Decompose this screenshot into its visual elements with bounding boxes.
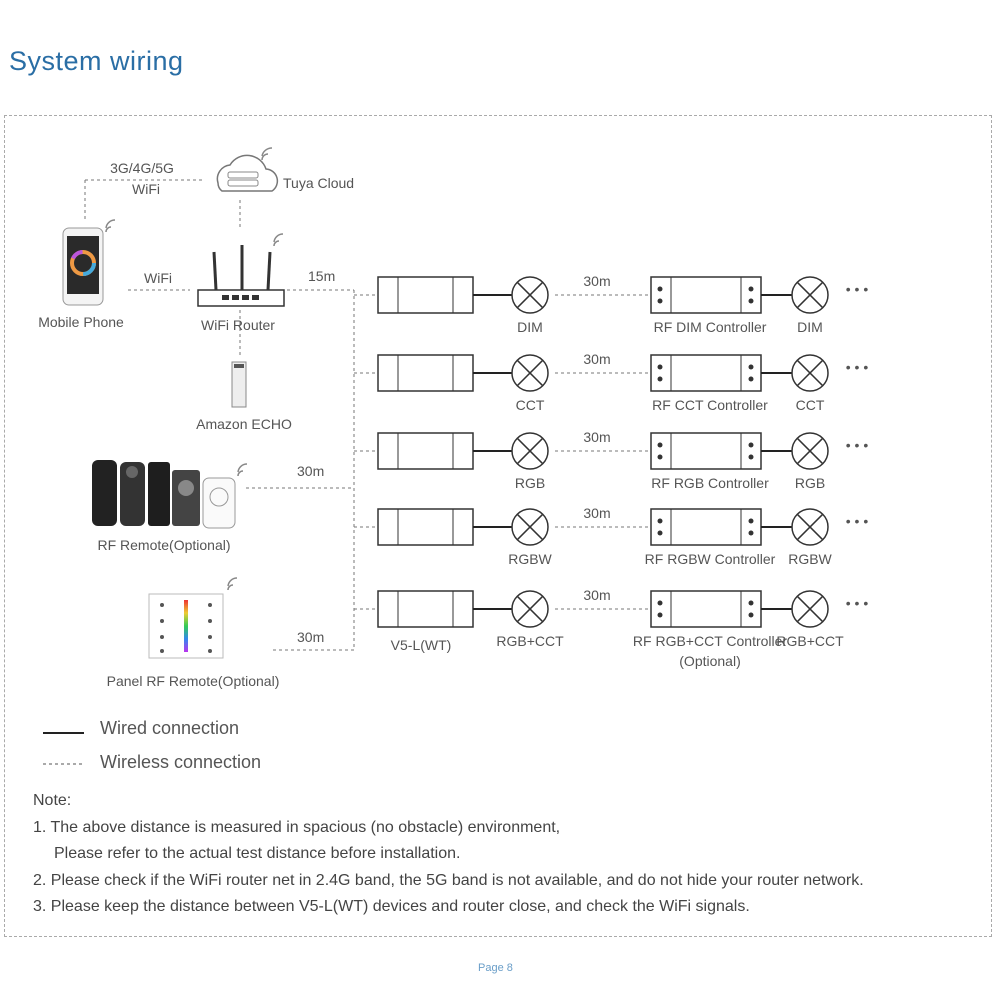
- wireless-distance: 30m: [583, 587, 611, 603]
- page-title: System wiring: [9, 46, 184, 76]
- phone-label: Mobile Phone: [38, 314, 124, 330]
- mobile-phone-icon: [62, 219, 116, 306]
- lamp-label: RGBW: [788, 551, 832, 567]
- panel-distance: 30m: [297, 629, 325, 645]
- notes-heading: Note:: [33, 792, 72, 809]
- wifi-router-icon: [197, 233, 285, 307]
- v5-controller-module: [377, 276, 474, 314]
- lamp-type-label: RGB: [514, 475, 546, 491]
- wireless-distance: 30m: [583, 351, 611, 367]
- lamp-label: RGB+CCT: [776, 633, 844, 649]
- wireless-distance: 30m: [583, 429, 611, 445]
- lamp-icon: [791, 590, 829, 628]
- lamp-icon: [511, 276, 549, 314]
- rf-controller-label: RF RGB+CCT Controller: [632, 633, 788, 649]
- note-1b: Please refer to the actual test distance…: [54, 845, 461, 862]
- rf-controller-label: RF CCT Controller: [652, 397, 768, 413]
- v5-label: V5-L(WT): [390, 637, 452, 653]
- note-1: 1. The above distance is measured in spa…: [33, 818, 561, 836]
- echo-label: Amazon ECHO: [196, 416, 292, 432]
- more-ellipsis: • • •: [845, 513, 869, 529]
- legend-wireless: Wireless connection: [100, 752, 262, 772]
- page-footer: Page 8: [478, 962, 513, 974]
- wireless-distance: 30m: [583, 273, 611, 289]
- more-ellipsis: • • •: [845, 281, 869, 297]
- rf-controller-label: RF RGB Controller: [651, 475, 769, 491]
- cloud-icon: [216, 147, 279, 192]
- lamp-label: CCT: [795, 397, 825, 413]
- lamp-icon: [791, 432, 829, 470]
- router-label: WiFi Router: [201, 317, 275, 333]
- v5-controller-module: [377, 354, 474, 392]
- v5-controller-module: [377, 432, 474, 470]
- v5-controller-module: [377, 590, 474, 628]
- cloud-label: Tuya Cloud: [283, 175, 355, 191]
- panel-label: Panel RF Remote(Optional): [106, 673, 280, 689]
- phone-router-link-label: WiFi: [144, 270, 172, 286]
- lamp-icon: [791, 508, 829, 546]
- router-distance: 15m: [308, 268, 336, 284]
- rf-controller-module: [650, 354, 762, 392]
- lamp-icon: [791, 354, 829, 392]
- lamp-type-label: DIM: [517, 319, 543, 335]
- more-ellipsis: • • •: [845, 437, 869, 453]
- rf-controller-label: RF RGBW Controller: [644, 551, 776, 567]
- rf-controller-label: RF DIM Controller: [653, 319, 767, 335]
- lamp-icon: [511, 432, 549, 470]
- diagram-frame: [4, 115, 992, 937]
- rf-remote-label: RF Remote(Optional): [97, 537, 231, 553]
- legend-wired: Wired connection: [100, 718, 240, 738]
- wireless-distance: 30m: [583, 505, 611, 521]
- note-2: 2. Please check if the WiFi router net i…: [33, 871, 864, 889]
- lamp-type-label: CCT: [515, 397, 545, 413]
- lamp-icon: [511, 354, 549, 392]
- rf-controller-module: [650, 432, 762, 470]
- panel-remote-icon: [148, 577, 238, 659]
- network-label-1: 3G/4G/5G: [110, 160, 174, 176]
- lamp-type-label: RGB+CCT: [496, 633, 564, 649]
- rf-remote-icons: [92, 460, 248, 529]
- rf-controller-module: [650, 590, 762, 628]
- lamp-icon: [511, 590, 549, 628]
- lamp-icon: [511, 508, 549, 546]
- more-ellipsis: • • •: [845, 359, 869, 375]
- v5-controller-module: [377, 508, 474, 546]
- lamp-label: DIM: [797, 319, 823, 335]
- lamp-label: RGB: [794, 475, 826, 491]
- rf-controller-sublabel: (Optional): [679, 653, 741, 669]
- more-ellipsis: • • •: [845, 595, 869, 611]
- lamp-type-label: RGBW: [508, 551, 552, 567]
- rf-controller-module: [650, 276, 762, 314]
- network-label-2: WiFi: [132, 181, 160, 197]
- lamp-icon: [791, 276, 829, 314]
- rf-controller-module: [650, 508, 762, 546]
- rf-remote-distance: 30m: [297, 463, 325, 479]
- note-3: 3. Please keep the distance between V5-L…: [33, 898, 750, 915]
- notes: Note: 1. The above distance is measured …: [33, 788, 864, 921]
- amazon-echo-icon: [231, 361, 247, 408]
